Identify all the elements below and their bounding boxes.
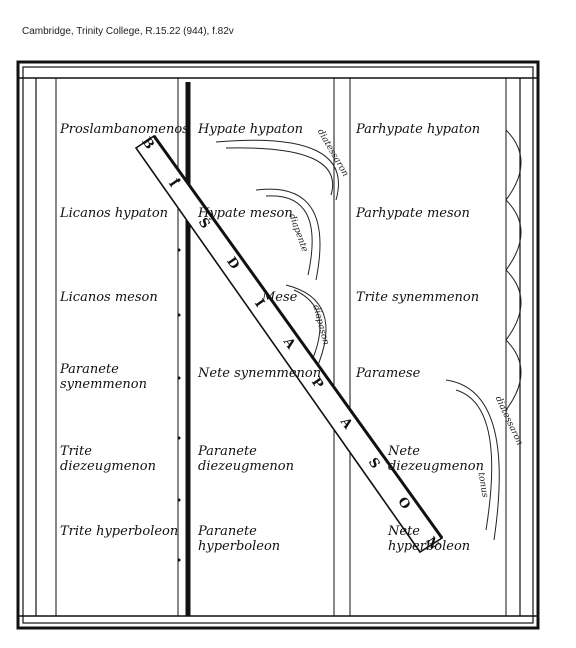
cell-col3-row2: Parhypate meson: [356, 206, 470, 221]
cell-col1-row4: Paranete synemmenon: [60, 362, 148, 392]
manuscript-folio: Proslambanomenos Licanos hypaton Licanos…: [16, 60, 540, 630]
cell-col2-row3: Mese: [262, 290, 298, 305]
cell-col1-row1: Proslambanomenos: [60, 122, 189, 137]
cell-col3-row6: Nete hyperboleon: [388, 524, 471, 554]
cell-col2-row6: Paranete hyperboleon: [198, 524, 281, 554]
cell-col2-row2: Hypate meson: [198, 206, 293, 221]
folio-frame: [16, 60, 540, 630]
cell-col2-row1: Hypate hypaton: [198, 122, 304, 137]
cell-col3-row1: Parhypate hypaton: [356, 122, 481, 137]
cell-col1-row3: Licanos meson: [60, 290, 158, 305]
manuscript-caption: Cambridge, Trinity College, R.15.22 (944…: [22, 26, 234, 37]
cell-col1-row6: Trite hyperboleon: [60, 524, 179, 539]
cell-col3-row4: Paramese: [356, 366, 421, 381]
cell-col2-row5: Paranete diezeugmenon: [198, 444, 295, 474]
cell-col1-row5: Trite diezeugmenon: [60, 444, 157, 474]
cell-col3-row5: Nete diezeugmenon: [388, 444, 485, 474]
cell-col1-row2: Licanos hypaton: [60, 206, 169, 221]
cell-col3-row3: Trite synemmenon: [356, 290, 480, 305]
cell-col2-row4: Nete synemmenon: [198, 366, 322, 381]
